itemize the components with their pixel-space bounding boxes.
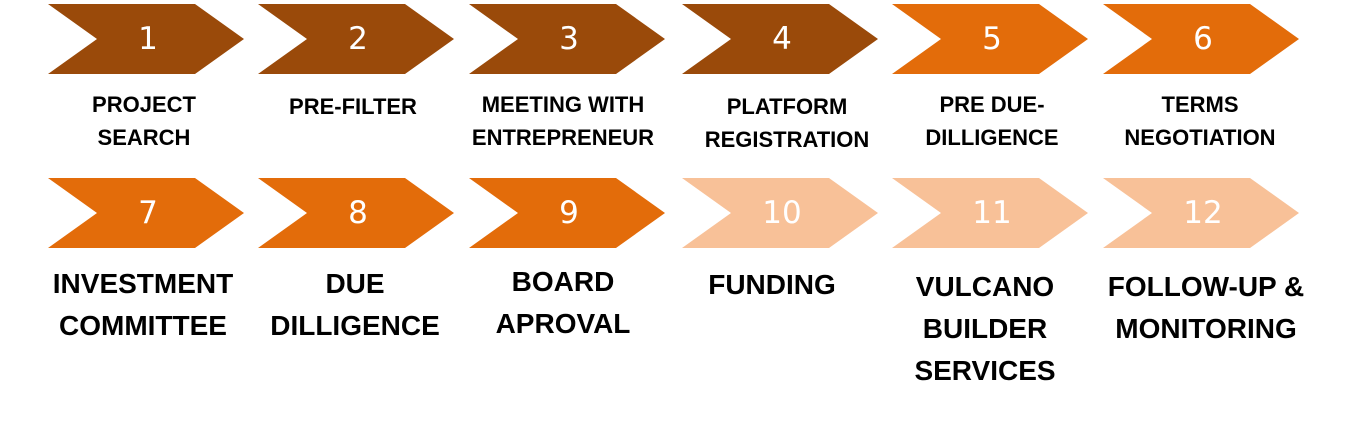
step-11-label: VULCANO BUILDER SERVICES [914,271,1056,386]
step-6-label: TERMS NEGOTIATION [1124,92,1276,150]
step-11-number: 11 [972,195,1012,231]
step-2-chevron: 2 [258,4,454,74]
step-3-label: MEETING WITH ENTREPRENEUR [471,92,655,150]
step-6-number: 6 [1193,21,1213,57]
step-4-label: PLATFORM REGISTRATION [704,94,870,152]
step-1-number: 1 [138,21,158,57]
step-7-label: INVESTMENT COMMITTEE [52,268,234,341]
step-10-chevron: 10 [682,178,878,248]
step-4-number: 4 [772,21,792,57]
step-5-chevron: 5 [892,4,1088,74]
step-12-label: FOLLOW-UP & MONITORING [1107,271,1305,344]
step-4-chevron: 4 [682,4,878,74]
step-2-number: 2 [348,21,368,57]
step-7-chevron: 7 [48,178,244,248]
step-5-label: PRE DUE- DILLIGENCE [925,92,1059,150]
step-3-number: 3 [559,21,579,57]
step-3-chevron: 3 [469,4,665,74]
step-1-chevron: 1 [48,4,244,74]
step-9-chevron: 9 [469,178,665,248]
step-9-number: 9 [559,195,579,231]
step-11-chevron: 11 [892,178,1088,248]
step-7-number: 7 [138,195,158,231]
step-2-label: PRE-FILTER [289,94,417,119]
step-10-label: FUNDING [708,269,836,300]
step-8-label: DUE DILLIGENCE [270,268,440,341]
step-5-number: 5 [982,21,1002,57]
step-1-label: PROJECT SEARCH [92,92,196,150]
step-9-label: BOARD APROVAL [495,266,631,339]
step-6-chevron: 6 [1103,4,1299,74]
step-8-number: 8 [348,195,368,231]
step-8-chevron: 8 [258,178,454,248]
step-12-number: 12 [1183,195,1223,231]
step-10-number: 10 [762,195,802,231]
step-12-chevron: 12 [1103,178,1299,248]
